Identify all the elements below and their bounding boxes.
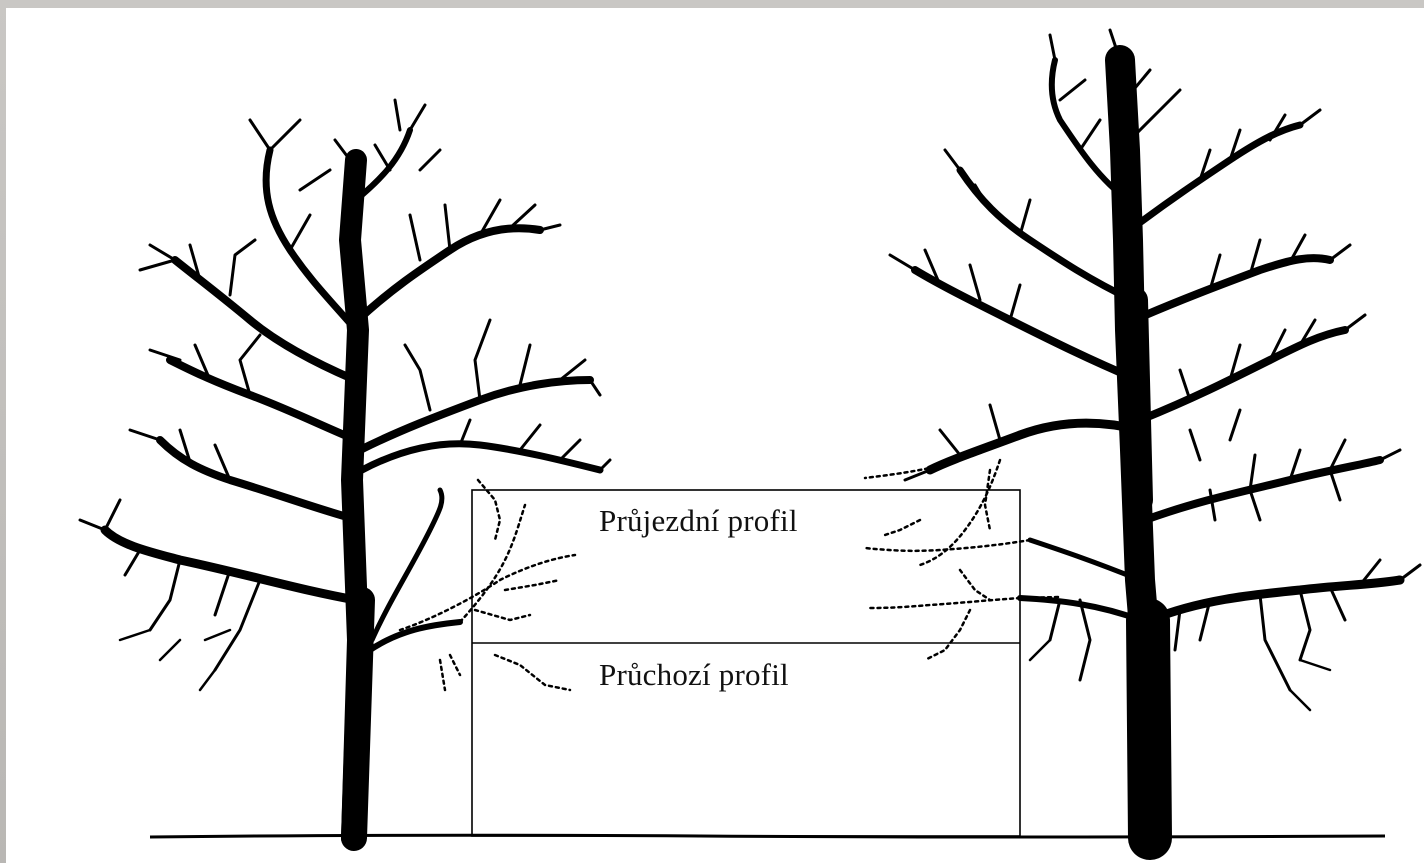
tree-left-icon (78, 98, 612, 851)
vehicle-profile-label: Průjezdní profil (599, 503, 798, 538)
clearance-box (471, 489, 1021, 837)
tree-right-icon (888, 28, 1422, 860)
pedestrian-profile-label: Průchozí profil (599, 657, 789, 692)
right-dotted-branches (863, 433, 1062, 662)
diagram-canvas (6, 8, 1424, 863)
vehicle-profile-box (471, 489, 1021, 837)
left-dotted-branches (398, 478, 577, 692)
